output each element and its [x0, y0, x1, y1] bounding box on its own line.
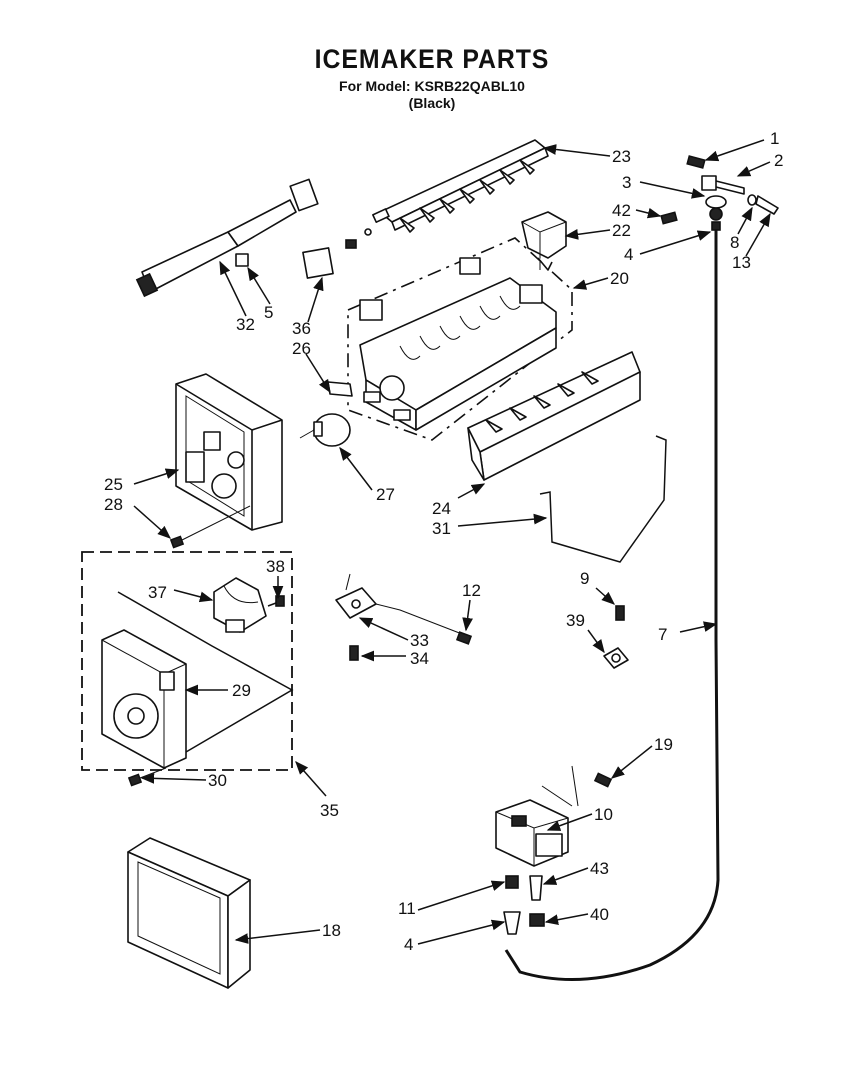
part-31-shutoff-arm: [539, 435, 667, 563]
callout-4-lower: 4: [404, 935, 413, 954]
part-24-cover: [467, 351, 641, 481]
part-35-guide-lines: [117, 591, 294, 753]
part-28-screw: [169, 505, 251, 549]
callout-23: 23: [612, 147, 631, 166]
callout-5: 5: [264, 303, 273, 322]
part-37-motor: [213, 577, 267, 633]
part-40-nut: [529, 913, 545, 927]
callout-10: 10: [594, 805, 613, 824]
callout-27: 27: [376, 485, 395, 504]
callout-18: 18: [322, 921, 341, 940]
part-1-2-fill-tube-assembly: [686, 155, 745, 231]
callout-32: 32: [236, 315, 255, 334]
part-18-box: [127, 837, 251, 989]
callout-39: 39: [566, 611, 585, 630]
callout-19: 19: [654, 735, 673, 754]
color-variant: (Black): [408, 95, 456, 111]
part-23-ejector: [372, 139, 549, 233]
part-20-ice-mold: [347, 237, 573, 441]
callout-1: 1: [770, 129, 779, 148]
part-38-screw: [267, 595, 285, 607]
callout-3: 3: [622, 173, 631, 192]
callout-31: 31: [432, 519, 451, 538]
callout-34: 34: [410, 649, 429, 668]
callout-labels: 1 2 3 42 22 4 8 13 23 20 32 5 36 26 25 2…: [104, 129, 783, 954]
part-9-screw: [615, 605, 625, 621]
callout-9: 9: [580, 569, 589, 588]
part-42-screw: [660, 211, 678, 225]
part-12-screw: [455, 631, 473, 645]
callout-33: 33: [410, 631, 429, 650]
callout-36: 36: [292, 319, 311, 338]
callout-38: 38: [266, 557, 285, 576]
part-19-screw: [593, 772, 613, 788]
callout-11: 11: [398, 899, 416, 918]
callout-24: 24: [432, 499, 451, 518]
part-11-fitting: [505, 875, 519, 889]
part-32-wire-harness: [135, 178, 319, 298]
part-22-fill-cup: [521, 211, 567, 271]
part-10-water-valve: [495, 765, 579, 867]
callout-20: 20: [610, 269, 629, 288]
part-33-bracket: [335, 573, 463, 635]
part-8-13-fitting: [747, 194, 779, 215]
callout-43: 43: [590, 859, 609, 878]
part-43-fitting: [529, 875, 543, 901]
callout-37: 37: [148, 583, 167, 602]
model-line: For Model: KSRB22QABL10: [339, 78, 525, 94]
part-screw-near-36: [345, 228, 372, 249]
part-25-module-housing: [175, 373, 283, 531]
part-35-motor-assembly-box: [81, 551, 293, 771]
callout-2: 2: [774, 151, 783, 170]
callout-42: 42: [612, 201, 631, 220]
part-36-bracket: [302, 247, 334, 279]
part-7-water-tube: [504, 230, 720, 982]
part-27-thermostat: [299, 413, 351, 447]
callout-13: 13: [732, 253, 751, 272]
callout-7: 7: [658, 625, 667, 644]
callout-30: 30: [208, 771, 227, 790]
part-26-clip: [327, 381, 353, 397]
callout-26: 26: [292, 339, 311, 358]
callout-8: 8: [730, 233, 739, 252]
callout-25: 25: [104, 475, 123, 494]
part-34-screw: [349, 645, 359, 661]
callout-40: 40: [590, 905, 609, 924]
callout-29: 29: [232, 681, 251, 700]
part-29-plate: [101, 629, 187, 769]
leader-lines: [133, 139, 771, 945]
callout-22: 22: [612, 221, 631, 240]
callout-12: 12: [462, 581, 481, 600]
part-4-fitting-lower: [503, 911, 521, 935]
callout-28: 28: [104, 495, 123, 514]
callout-35: 35: [320, 801, 339, 820]
callout-4-upper: 4: [624, 245, 633, 264]
part-39-clamp: [603, 647, 629, 669]
diagram-title: ICEMAKER PARTS: [314, 44, 550, 74]
